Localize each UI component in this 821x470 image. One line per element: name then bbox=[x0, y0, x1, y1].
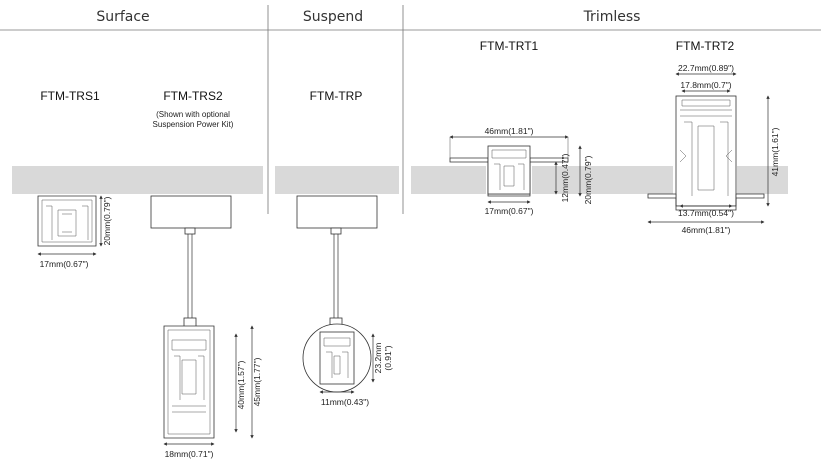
trs2-note-line1: (Shown with optional bbox=[156, 110, 230, 119]
trp-height-dim-line2: (0.91") bbox=[383, 345, 393, 370]
trt2-bottom-inner-dim: 13.7mm(0.54") bbox=[678, 208, 734, 218]
trp-width-dim: 11mm(0.43") bbox=[321, 397, 369, 407]
trs2-note-line2: Suspension Power Kit) bbox=[153, 120, 234, 129]
trt2-top-outer-dim: 22.7mm(0.89") bbox=[678, 63, 734, 73]
trs2-suspension-cables bbox=[179, 234, 197, 335]
trs1-width-dim: 17mm(0.67") bbox=[40, 259, 89, 269]
ftm-trt2-profile bbox=[647, 95, 765, 211]
trs2-outer-height-dim: 45mm(1.77") bbox=[252, 357, 262, 406]
trp-power-canopy bbox=[296, 195, 378, 235]
model-label-ftm-trp: FTM-TRP bbox=[310, 89, 363, 103]
trt1-inner-height-dim: 12mm(0.47") bbox=[560, 153, 570, 202]
trt2-top-inner-dim: 17.8mm(0.7") bbox=[680, 80, 731, 90]
ceiling-band-suspend bbox=[275, 166, 399, 194]
model-label-ftm-trs2: FTM-TRS2 bbox=[163, 89, 223, 103]
ftm-trp-profile bbox=[302, 323, 372, 393]
section-trimless-title: Trimless bbox=[583, 9, 641, 25]
ceiling-band-trimless-right bbox=[737, 166, 788, 194]
trs2-width-dim: 18mm(0.71") bbox=[165, 449, 214, 459]
trp-height-dim-line1: 23.2mm bbox=[373, 343, 383, 374]
trs1-height-dim: 20mm(0.79") bbox=[102, 196, 112, 245]
ceiling-band-surface bbox=[12, 166, 263, 194]
model-label-ftm-trt2: FTM-TRT2 bbox=[676, 39, 735, 53]
ceiling-band-trimless-left bbox=[411, 166, 486, 194]
ftm-trs2-profile bbox=[163, 325, 215, 439]
trt2-bottom-outer-dim: 46mm(1.81") bbox=[682, 225, 731, 235]
ftm-trs1-profile bbox=[37, 195, 97, 247]
trs2-power-canopy bbox=[150, 195, 232, 235]
ceiling-band-trimless-mid bbox=[532, 166, 673, 194]
trt1-flange-dim: 46mm(1.81") bbox=[485, 126, 534, 136]
trt1-width-dim: 17mm(0.67") bbox=[485, 206, 534, 216]
section-suspend-title: Suspend bbox=[303, 9, 363, 25]
section-surface-title: Surface bbox=[96, 9, 149, 25]
trp-suspension-cables bbox=[329, 234, 343, 329]
trt1-outer-height-dim: 20mm(0.79") bbox=[583, 155, 593, 204]
trt2-height-dim: 41mm(1.61") bbox=[770, 127, 780, 176]
trs2-inner-height-dim: 40mm(1.57") bbox=[236, 360, 246, 409]
model-label-ftm-trs1: FTM-TRS1 bbox=[40, 89, 100, 103]
model-label-ftm-trt1: FTM-TRT1 bbox=[480, 39, 539, 53]
